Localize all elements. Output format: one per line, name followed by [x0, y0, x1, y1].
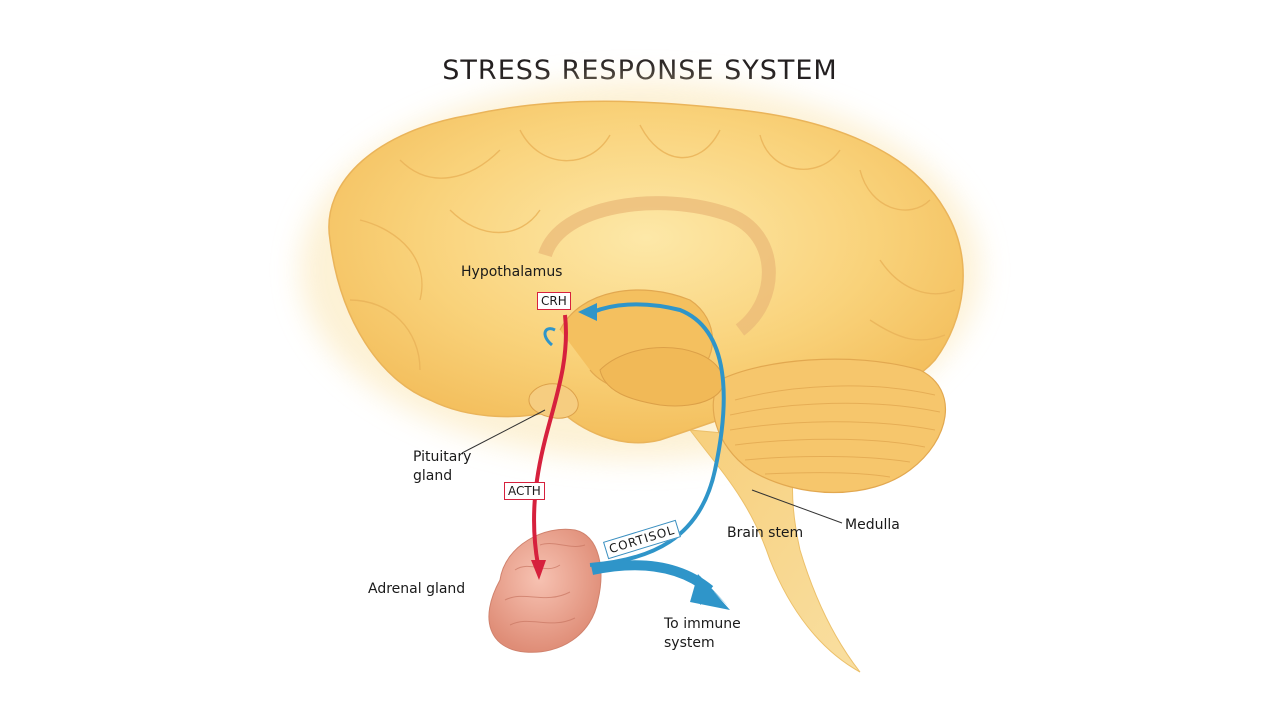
- pituitary-label-line1: Pituitary: [413, 449, 472, 465]
- immune-system-label: To immune system: [664, 615, 741, 653]
- immune-label-line1: To immune: [664, 616, 741, 632]
- brain-stem-label: Brain stem: [727, 525, 804, 541]
- crh-acth-arrow: [532, 314, 568, 566]
- pituitary-label-line2: gland: [413, 468, 453, 484]
- pituitary-pointer: [461, 409, 546, 454]
- cortisol-feedback-arrow: [589, 302, 726, 567]
- cortisol-feedback-arrowhead: [578, 303, 597, 321]
- adrenal-gland-label: Adrenal gland: [368, 581, 466, 597]
- medulla-pointer: [751, 489, 843, 524]
- hippocampus-shape: [599, 347, 724, 407]
- immune-arrowhead-tip: [690, 574, 730, 610]
- medulla-label: Medulla: [845, 517, 900, 533]
- brain-stem-shape: [688, 429, 861, 673]
- cerebrum-shape: [328, 100, 964, 444]
- hypothalamus-label: Hypothalamus: [461, 264, 563, 280]
- crh-box: CRH: [537, 292, 571, 310]
- corpus-callosum: [538, 196, 776, 336]
- feedback-loop-small: [543, 327, 556, 347]
- immune-label-line2: system: [664, 635, 715, 651]
- adrenal-gland-shape: [488, 528, 602, 653]
- pituitary-label: Pituitary gland: [413, 448, 471, 486]
- brain-gyri: [349, 124, 956, 371]
- immune-arrow: [590, 560, 714, 594]
- acth-box: ACTH: [504, 482, 545, 500]
- crh-acth-arrowhead: [531, 560, 546, 580]
- cerebellum-folds: [729, 385, 941, 478]
